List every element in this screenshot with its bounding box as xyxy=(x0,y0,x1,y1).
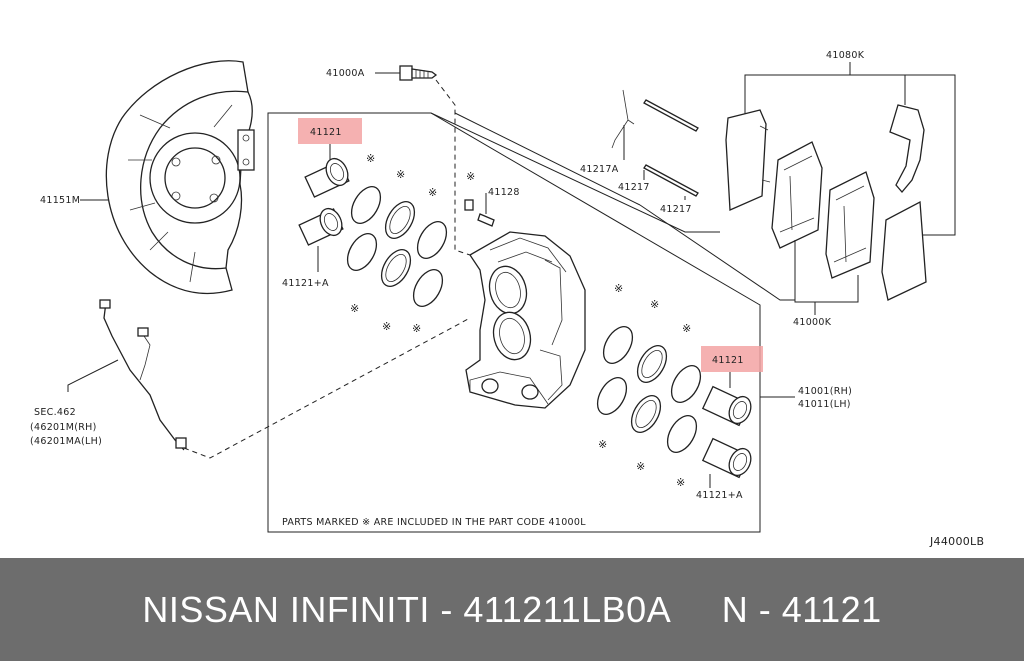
footer-banner: NISSAN INFINITI - 411211LB0A N - 41121 xyxy=(0,558,1024,661)
dust-shield-41151m[interactable] xyxy=(105,60,255,295)
kit-mark-bleeder: ※ xyxy=(466,170,476,183)
kit-mark-symbols-left: ※ ※ ※ ※ ※ ※ xyxy=(350,152,438,335)
brake-caliper-exploded-diagram: 41151M 41000A 41121 41121 41121+A ※ xyxy=(30,50,984,548)
pad-pins-41217[interactable] xyxy=(611,89,699,197)
brake-pad-outer[interactable] xyxy=(825,171,875,279)
svg-text:※: ※ xyxy=(366,152,376,165)
piston-right-bottom[interactable] xyxy=(701,437,755,479)
shim-left[interactable] xyxy=(725,109,771,211)
svg-text:※: ※ xyxy=(682,322,692,335)
svg-text:※: ※ xyxy=(382,320,392,333)
label-41217-b: 41217 xyxy=(660,204,692,215)
diagram-code: J44000LB xyxy=(929,535,984,548)
anti-rattle-clip[interactable] xyxy=(889,104,925,194)
highlight-41121-top xyxy=(298,118,362,144)
label-41217-a: 41217 xyxy=(618,182,650,193)
label-41121-top: 41121 xyxy=(310,127,342,138)
footer-part-number: NISSAN INFINITI - 411211LB0A N - 41121 xyxy=(142,588,882,630)
bleeder-41128[interactable] xyxy=(464,199,495,227)
label-sec462: SEC.462 xyxy=(34,407,76,418)
piston-right-top[interactable] xyxy=(701,385,755,427)
piston-left-bottom[interactable] xyxy=(298,205,346,246)
seal-rings-right[interactable] xyxy=(592,322,707,458)
kit-mark-symbols-right: ※ ※ ※ ※ ※ ※ xyxy=(598,282,692,489)
svg-text:※: ※ xyxy=(350,302,360,315)
svg-text:※: ※ xyxy=(412,322,422,335)
label-41080k: 41080K xyxy=(826,50,865,61)
piston-left-top[interactable] xyxy=(304,155,352,198)
svg-text:※: ※ xyxy=(636,460,646,473)
highlight-41121-right xyxy=(701,346,763,372)
label-41128: 41128 xyxy=(488,187,520,198)
svg-text:※: ※ xyxy=(676,476,686,489)
svg-text:※: ※ xyxy=(428,186,438,199)
label-41217a: 41217A xyxy=(580,164,619,175)
seal-rings-left[interactable] xyxy=(342,182,453,312)
label-41000k: 41000K xyxy=(793,317,832,328)
svg-text:※: ※ xyxy=(614,282,624,295)
shim-right[interactable] xyxy=(881,200,927,301)
label-41151m: 41151M xyxy=(40,195,80,206)
label-41121-right: 41121 xyxy=(712,355,744,366)
kit-frame xyxy=(267,112,761,533)
brake-hose-sec462[interactable] xyxy=(99,299,187,451)
label-41121a-left: 41121+A xyxy=(282,278,329,289)
label-41121a-right: 41121+A xyxy=(696,490,743,501)
svg-text:※: ※ xyxy=(598,438,608,451)
label-41000a: 41000A xyxy=(326,68,365,79)
label-46201ma-lh: (46201MA(LH) xyxy=(30,436,102,447)
svg-text:※: ※ xyxy=(396,168,406,181)
label-41011-lh: 41011(LH) xyxy=(798,399,851,410)
brake-pad-inner[interactable] xyxy=(771,141,823,249)
parts-note: PARTS MARKED ※ ARE INCLUDED IN THE PART … xyxy=(282,517,586,528)
label-46201m-rh: (46201M(RH) xyxy=(30,422,97,433)
caliper-body[interactable] xyxy=(465,231,586,409)
bolt-41000a[interactable] xyxy=(399,65,438,81)
svg-text:※: ※ xyxy=(650,298,660,311)
label-41001-rh: 41001(RH) xyxy=(798,386,852,397)
